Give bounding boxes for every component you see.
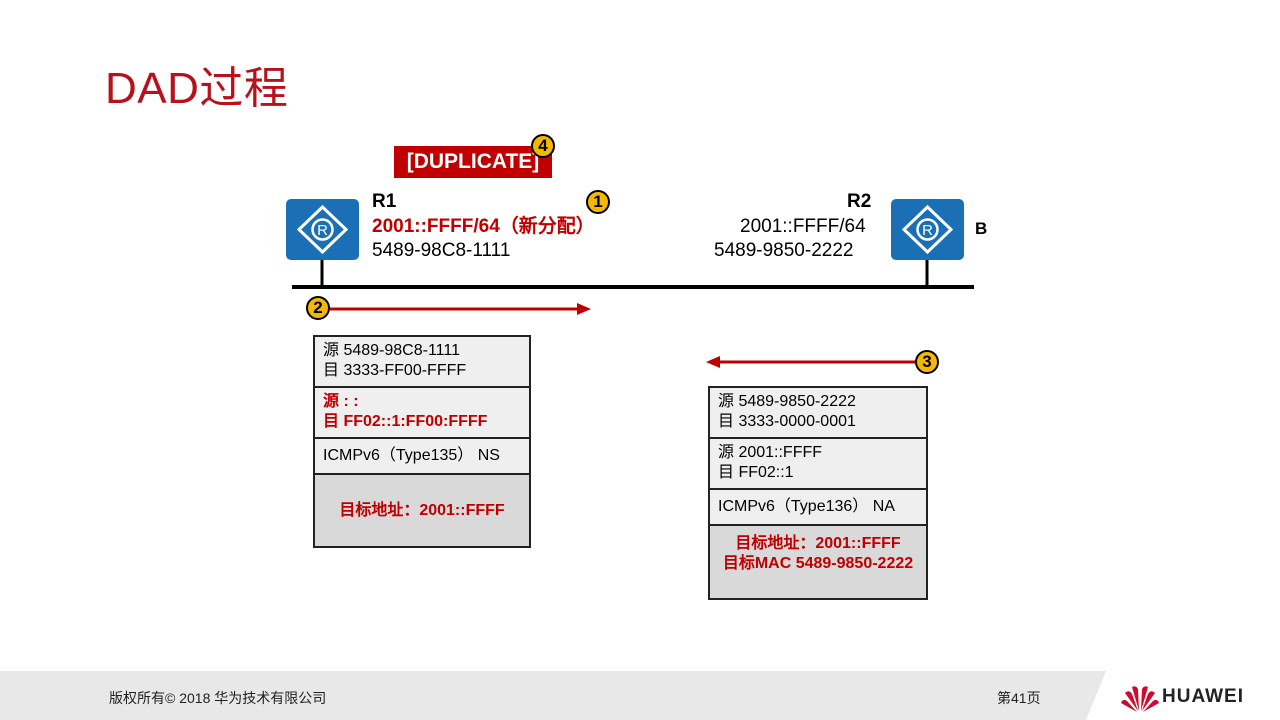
ns-l3-src: 源 : : — [323, 393, 359, 410]
r2-name: R2 — [847, 191, 872, 212]
ns-packet-box: 源 5489-98C8-1111 目 3333-FF00-FFFF 源 : : … — [313, 335, 531, 548]
ns-l3-dst: 目 FF02::1:FF00:FFFF — [323, 413, 488, 430]
huawei-brand: HUAWEI — [1162, 686, 1244, 707]
r2-mac-address: 5489-9850-2222 — [714, 240, 854, 261]
svg-text:R: R — [922, 222, 933, 239]
na-target-address: 目标地址：2001::FFFF — [735, 535, 901, 552]
step-2-badge: 2 — [306, 296, 330, 320]
r1-name: R1 — [372, 191, 397, 212]
ns-l3-header: 源 : : 目 FF02::1:FF00:FFFF — [315, 388, 529, 439]
duplicate-label: [DUPLICATE] — [394, 146, 552, 178]
na-l2-dst: 目 3333-0000-0001 — [718, 413, 856, 430]
ns-l2-src: 源 5489-98C8-1111 — [323, 342, 460, 359]
na-packet-box: 源 5489-9850-2222 目 3333-0000-0001 源 2001… — [708, 386, 928, 600]
step-1-badge: 1 — [586, 190, 610, 214]
step-3-badge: 3 — [915, 350, 939, 374]
router-r2-icon: R — [891, 199, 964, 260]
huawei-logo-icon — [1121, 686, 1159, 712]
svg-text:R: R — [317, 222, 328, 239]
r1-ipv6-address: 2001::FFFF/64（新分配） — [372, 216, 595, 237]
slide-title: DAD过程 — [105, 64, 289, 113]
na-l3-dst: 目 FF02::1 — [718, 464, 794, 481]
na-target-info: 目标地址：2001::FFFF 目标MAC 5489-9850-2222 — [710, 526, 926, 598]
na-arrow-head — [706, 356, 720, 368]
na-l2-src: 源 5489-9850-2222 — [718, 393, 856, 410]
network-diagram-lines — [292, 260, 974, 368]
na-icmp-type: ICMPv6（Type136） NA — [710, 490, 926, 526]
r2-ipv6-address: 2001::FFFF/64 — [740, 216, 866, 237]
ns-arrow-head — [577, 303, 591, 315]
na-l3-src: 源 2001::FFFF — [718, 444, 823, 461]
footer-copyright: 版权所有© 2018 华为技术有限公司 — [109, 690, 327, 706]
na-l3-header: 源 2001::FFFF 目 FF02::1 — [710, 439, 926, 490]
na-target-mac: 目标MAC 5489-9850-2222 — [722, 555, 914, 572]
step-4-badge: 4 — [531, 134, 555, 158]
ns-l2-header: 源 5489-98C8-1111 目 3333-FF00-FFFF — [315, 337, 529, 388]
r2-side-label: B — [975, 219, 988, 238]
ns-icmp-type: ICMPv6（Type135） NS — [315, 439, 529, 475]
router-r1-icon: R — [286, 199, 359, 260]
ns-target-address: 目标地址：2001::FFFF — [315, 475, 529, 546]
footer-bar: 版权所有© 2018 华为技术有限公司 第41页 HUAWEI — [0, 671, 1280, 720]
footer-page-number: 第41页 — [997, 690, 1041, 706]
ns-l2-dst: 目 3333-FF00-FFFF — [323, 362, 467, 379]
na-l2-header: 源 5489-9850-2222 目 3333-0000-0001 — [710, 388, 926, 439]
r1-mac-address: 5489-98C8-1111 — [372, 240, 511, 261]
